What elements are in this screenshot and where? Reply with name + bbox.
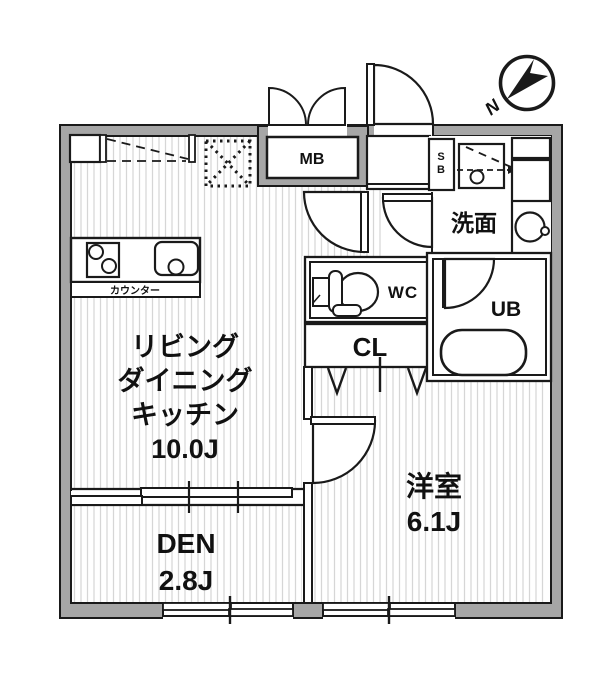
wc-room: WC <box>303 255 436 324</box>
entrance-door-leaf <box>366 63 375 126</box>
wc-label: WC <box>388 283 418 302</box>
window1-sash-left <box>162 602 232 611</box>
ldk-label-line3: キッチン <box>131 400 239 430</box>
compass-circle <box>498 54 556 112</box>
washer-drain <box>469 169 485 185</box>
western-room-door-leaf <box>310 416 376 425</box>
western-room-label: 洋室 <box>406 470 462 502</box>
washroom-label: 洗面 <box>451 210 497 236</box>
washroom-door-leaf <box>382 193 433 202</box>
den-size-label: 2.8J <box>159 565 214 596</box>
sliding-door-panel-a <box>140 487 293 498</box>
meter-box-area: MB <box>257 86 369 187</box>
stove-burner-2 <box>101 258 117 274</box>
ub-door-swing <box>443 257 496 310</box>
western-room-door-swing <box>311 419 377 485</box>
kitchen: カウンター <box>69 236 202 298</box>
shoe-box-label-bottom: B <box>437 164 445 176</box>
room-labels: リビング ダイニング キッチン 10.0J DEN 2.8J 洋室 6.1J <box>118 331 463 596</box>
counter-band <box>70 281 201 298</box>
western-room-size-label: 6.1J <box>407 506 462 537</box>
closet-door-mark-right <box>406 367 428 397</box>
compass-icon: N <box>481 54 556 119</box>
window2-sash-right <box>387 608 456 617</box>
ldk-label-line2: ダイニング <box>118 365 253 396</box>
pipe-space-box <box>204 139 252 188</box>
washroom-door-swing <box>381 196 434 249</box>
sliding-door-panel-b <box>70 495 143 506</box>
meter-box-door-right <box>306 86 346 126</box>
den-label: DEN <box>156 528 215 559</box>
sink-drain <box>167 258 185 276</box>
ldk-door-leaf <box>360 191 369 253</box>
meter-box-label: MB <box>300 151 325 168</box>
meter-box <box>265 135 360 180</box>
meter-box-opening <box>268 124 347 137</box>
ldk-door <box>302 190 369 254</box>
unit-bath: UB <box>425 251 553 383</box>
den-floor <box>71 505 302 603</box>
entrance-opening <box>374 123 433 137</box>
counter-label: カウンター <box>110 285 160 297</box>
western-room-partition <box>303 366 377 604</box>
window1-sash-right <box>228 608 294 617</box>
partition-wall-upper <box>303 366 313 420</box>
washroom-shelf-upper <box>510 136 552 160</box>
window2-sash-left <box>322 602 391 611</box>
shoe-box-label-top: S <box>437 151 444 163</box>
partition-wall-lower <box>303 482 313 604</box>
den-partition <box>70 481 303 513</box>
toilet-tick <box>312 294 321 304</box>
entrance-door-swing <box>372 63 435 126</box>
closet-label: CL <box>353 332 388 362</box>
toilet-base <box>332 304 362 317</box>
shoe-box <box>427 137 456 192</box>
washroom-shelf-lower <box>510 158 552 203</box>
bathtub <box>439 328 528 377</box>
washroom: S B 洗面 <box>381 136 552 254</box>
entrance <box>366 63 435 138</box>
wash-basin <box>514 211 546 243</box>
genkan-floor <box>365 134 432 191</box>
cabinet-box <box>68 133 102 164</box>
stove-burner-1 <box>88 244 104 260</box>
compass-needle <box>507 59 548 99</box>
ldk-size-label: 10.0J <box>151 434 219 464</box>
cabinet-post-left <box>99 134 107 163</box>
toilet-tank <box>312 277 331 307</box>
overhead-cabinet <box>68 133 196 164</box>
meter-box-door-left <box>268 86 308 126</box>
basin-faucet <box>540 226 550 236</box>
ldk-label-line1: リビング <box>131 331 239 362</box>
windows <box>162 596 456 624</box>
closet-door-mark-left <box>326 367 348 397</box>
pipe-space <box>204 139 252 188</box>
genkan <box>365 134 432 191</box>
ub-label: UB <box>491 298 521 321</box>
cabinet-post-right <box>188 134 196 163</box>
